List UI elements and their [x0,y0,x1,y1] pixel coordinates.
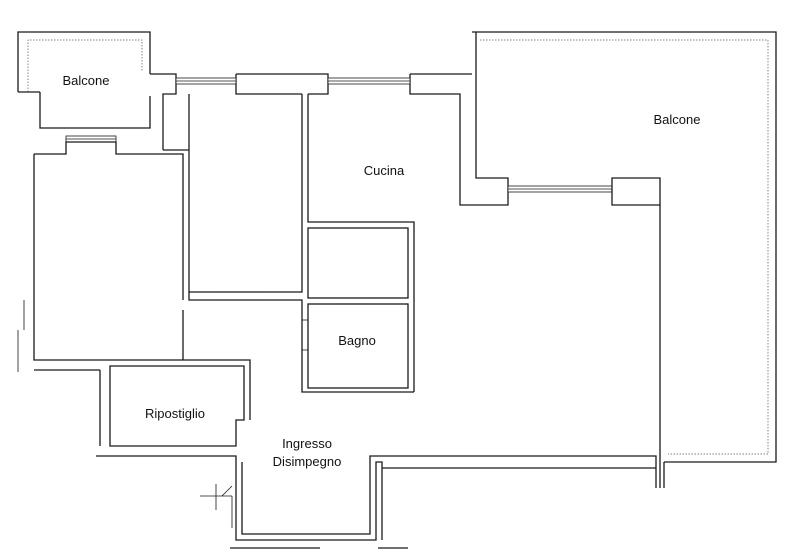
bathroom-block [301,227,414,393]
window-bedroom-2 [175,77,237,85]
bedroom-1 [33,141,184,361]
label-balcone-left: Balcone [63,73,110,88]
label-cucina: Cucina [364,163,405,178]
storage-room [34,359,251,447]
window-kitchen [327,77,411,85]
kitchen [307,94,415,392]
outer-wall-top [150,32,509,206]
window-living [507,185,613,193]
lower-walls [17,300,657,549]
label-disimpegno: Disimpegno [273,454,342,469]
balcony-right [472,31,777,488]
label-ingresso: Ingresso [282,436,332,451]
balcony-left [17,31,151,129]
label-bagno: Bagno [338,333,376,348]
bedroom-2 [163,94,303,320]
label-ripostiglio: Ripostiglio [145,406,205,421]
window-bedroom-1 [65,135,117,143]
label-balcone-right: Balcone [654,112,701,127]
